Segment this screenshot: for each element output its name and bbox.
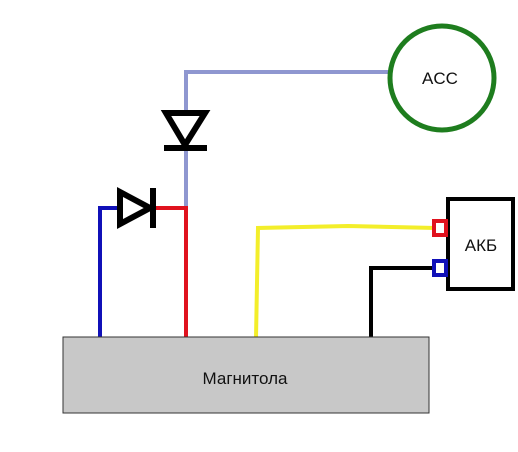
- battery-minus-terminal: [432, 259, 448, 277]
- black-wire: [369, 266, 436, 338]
- radio-label: Магнитола: [203, 369, 288, 388]
- diode-horizontal-icon: [117, 187, 157, 229]
- battery-plus-terminal: [432, 219, 448, 237]
- diode-vertical-icon: [160, 110, 211, 151]
- acc-wire: [184, 70, 390, 330]
- blue-wire: [98, 206, 118, 338]
- akb-label: АКБ: [465, 236, 497, 255]
- acc-label: ACC: [422, 69, 458, 88]
- battery-box: АКБ: [432, 197, 515, 291]
- red-wire: [155, 206, 188, 338]
- yellow-wire: [254, 223, 437, 339]
- acc-node: ACC: [387, 23, 497, 133]
- radio-unit: Магнитола: [62, 336, 430, 414]
- acc-ring: [387, 23, 497, 133]
